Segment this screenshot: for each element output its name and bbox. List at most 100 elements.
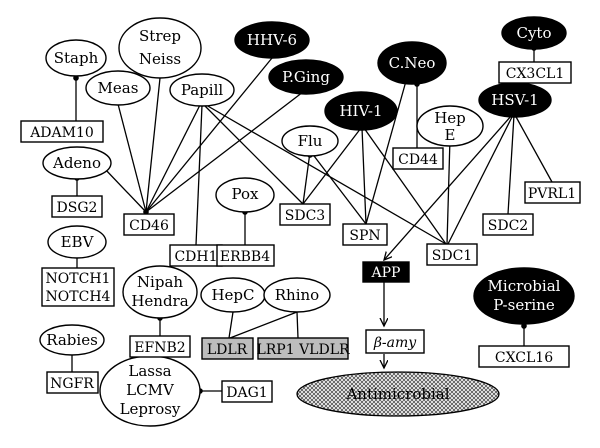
edge-papill-cdh1: [195, 104, 203, 246]
node-meas: Meas: [85, 70, 151, 106]
label-notch1: NOTCH1: [46, 271, 111, 287]
edge-rhino-ldlr: [229, 311, 298, 339]
node-hiv1: HIV-1: [324, 91, 398, 131]
label-staph: Staph: [54, 49, 99, 67]
label-cd46: CD46: [129, 218, 169, 234]
label-beta-amy: β-amy: [373, 335, 417, 351]
label-adeno: Adeno: [52, 154, 101, 172]
box-beta-amy: β-amy: [365, 329, 425, 354]
box-ldlr: LDLR: [201, 337, 254, 360]
label-pserine: P-serine: [493, 296, 555, 314]
node-microbial-pserine: Microbial P-serine: [473, 267, 575, 325]
edge-hiv-sdc1: [363, 127, 447, 245]
edge-cneo-spn: [365, 80, 407, 225]
label-hepc: HepC: [211, 286, 254, 304]
box-sdc1: SDC1: [426, 243, 478, 266]
box-lrp1-vldlr: LRP1 VLDLR: [256, 337, 350, 360]
edge-flu-spn: [310, 151, 367, 225]
label-dsg2: DSG2: [57, 200, 98, 216]
box-cd44: CD44: [392, 147, 444, 170]
box-cdh1: CDH1: [169, 244, 223, 267]
node-flu: Flu: [281, 125, 339, 157]
box-sdc2: SDC2: [482, 213, 534, 236]
edge-strep-cd46: [145, 77, 161, 213]
edge-papill-cd46: [145, 104, 201, 213]
node-rhino: Rhino: [263, 277, 331, 313]
box-cxcl16: CXCL16: [478, 345, 570, 368]
node-ebv: EBV: [47, 225, 107, 259]
label-lcmv: LCMV: [126, 381, 175, 399]
label-cdh1: CDH1: [174, 249, 217, 265]
label-sdc2: SDC2: [488, 218, 528, 234]
box-app: APP: [362, 261, 410, 283]
box-adam10: ADAM10: [20, 120, 104, 143]
node-lassa-lcmv-leprosy: Lassa LCMV Leprosy: [99, 355, 201, 427]
node-staph: Staph: [45, 39, 107, 77]
node-pging: P.Ging: [268, 59, 344, 95]
edge-hiv-sdc3: [302, 127, 362, 205]
node-hepc: HepC: [200, 277, 266, 313]
node-adeno: Adeno: [42, 146, 112, 180]
box-dsg2: DSG2: [51, 195, 103, 218]
edge-papill-sdc3: [203, 104, 304, 205]
edge-meas-cd46: [117, 103, 147, 213]
edge-hepc-ldlr: [228, 311, 234, 339]
edge-flu-sdc3: [302, 151, 311, 205]
box-ngfr: NGFR: [46, 371, 99, 394]
label-neiss: Neiss: [139, 50, 181, 68]
label-ebv: EBV: [61, 233, 95, 251]
box-cd46: CD46: [123, 213, 175, 236]
label-e: E: [445, 126, 456, 144]
box-erbb4: ERBB4: [216, 244, 275, 267]
node-cneo: C.Neo: [377, 41, 447, 85]
edge-hsv-sdc2: [507, 114, 515, 215]
node-papill: Papill: [169, 73, 235, 107]
edge-hhv6-cd46: [145, 57, 273, 213]
label-pox: Pox: [232, 185, 260, 203]
label-microbial: Microbial: [488, 277, 561, 295]
label-cd44: CD44: [398, 152, 438, 168]
label-sdc1: SDC1: [432, 248, 472, 264]
label-sdc3: SDC3: [285, 208, 325, 224]
label-cneo: C.Neo: [389, 54, 436, 72]
label-hsv1: HSV-1: [491, 91, 538, 109]
box-sdc3: SDC3: [279, 203, 331, 226]
label-ldlr: LDLR: [207, 342, 248, 358]
node-hsv1: HSV-1: [478, 82, 552, 118]
box-notch: NOTCH1 NOTCH4: [41, 267, 115, 307]
edge-rhino-lrp1: [296, 311, 299, 339]
label-adam10: ADAM10: [29, 125, 94, 141]
label-meas: Meas: [98, 79, 139, 97]
edge-hepe-sdc1: [446, 137, 451, 245]
label-ngfr: NGFR: [50, 376, 94, 392]
node-pox: Pox: [215, 177, 275, 213]
label-antimicrobial: Antimicrobial: [345, 385, 449, 403]
label-cxcl16: CXCL16: [495, 350, 553, 366]
label-rabies: Rabies: [46, 331, 98, 349]
box-spn: SPN: [342, 223, 388, 246]
label-flu: Flu: [298, 132, 323, 150]
label-pging: P.Ging: [282, 68, 330, 86]
label-nipah: Nipah: [137, 273, 183, 291]
label-erbb4: ERBB4: [220, 249, 270, 265]
box-pvrl1: PVRL1: [524, 181, 581, 204]
label-hhv6: HHV-6: [247, 31, 297, 49]
label-strep: Strep: [139, 27, 181, 45]
node-rabies: Rabies: [39, 324, 105, 356]
label-hiv1: HIV-1: [339, 102, 382, 120]
label-rhino: Rhino: [275, 286, 319, 304]
node-hep-e: Hep E: [416, 105, 484, 147]
edge-hsv-app: [384, 114, 513, 260]
label-hendra: Hendra: [131, 292, 188, 310]
box-cx3cl1: CX3CL1: [498, 61, 572, 84]
label-dag1: DAG1: [226, 385, 267, 401]
edge-hiv-spn: [361, 127, 367, 225]
node-cyto: Cyto: [501, 16, 567, 50]
box-dag1: DAG1: [221, 380, 273, 403]
node-nipah-hendra: Nipah Hendra: [122, 265, 198, 319]
node-strep-neiss: Strep Neiss: [118, 17, 202, 79]
label-hep: Hep: [434, 109, 466, 127]
label-pvrl1: PVRL1: [528, 186, 576, 202]
label-leprosy: Leprosy: [120, 400, 181, 418]
